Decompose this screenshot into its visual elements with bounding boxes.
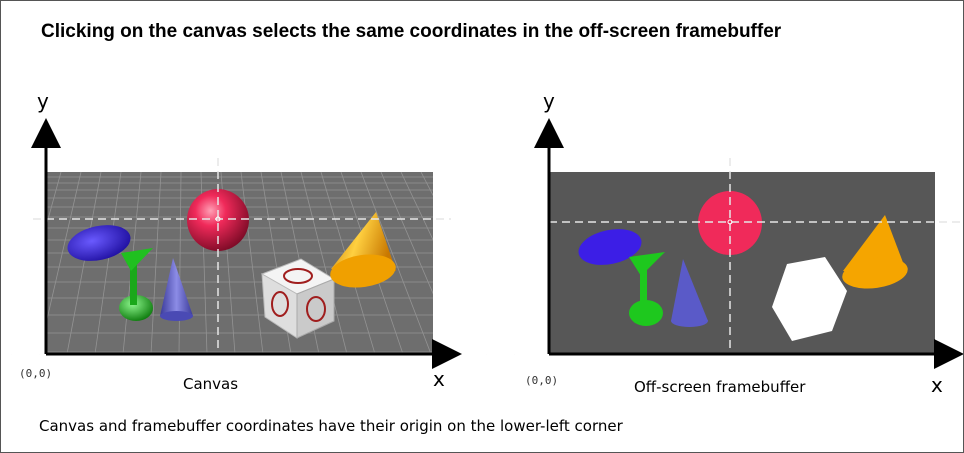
- canvas-green-pawn: [119, 248, 153, 321]
- framebuffer-y-axis-label: y: [543, 89, 555, 113]
- framebuffer-orange-cone: [842, 215, 908, 289]
- canvas-webgl-cube: [260, 258, 336, 339]
- canvas-blue-disk: [67, 225, 131, 261]
- canvas-blue-cone: [160, 258, 193, 316]
- framebuffer-blue-cone: [671, 259, 708, 321]
- canvas-orange-cone: [330, 212, 396, 288]
- figure-title: Clicking on the canvas selects the same …: [41, 21, 782, 42]
- framebuffer-click-point: [727, 219, 733, 225]
- canvas-red-sphere: [187, 189, 249, 251]
- canvas-x-axis-label: x: [433, 367, 445, 391]
- canvas-origin-label: (0,0): [19, 367, 53, 380]
- canvas-y-axis-label: y: [37, 89, 49, 113]
- framebuffer-panel-label: Off-screen framebuffer: [634, 378, 806, 396]
- canvas-panel: [1, 118, 533, 369]
- framebuffer-green-pawn: [629, 252, 665, 326]
- framebuffer-blue-disk: [578, 229, 642, 265]
- framebuffer-panel: [534, 118, 963, 369]
- framebuffer-x-axis-label: x: [931, 373, 943, 397]
- framebuffer-origin-label: (0,0): [525, 374, 559, 387]
- canvas-panel-label: Canvas: [183, 375, 239, 393]
- figure-caption: Canvas and framebuffer coordinates have …: [39, 417, 623, 435]
- framebuffer-white-cube: [772, 257, 847, 341]
- canvas-click-point: [215, 216, 221, 222]
